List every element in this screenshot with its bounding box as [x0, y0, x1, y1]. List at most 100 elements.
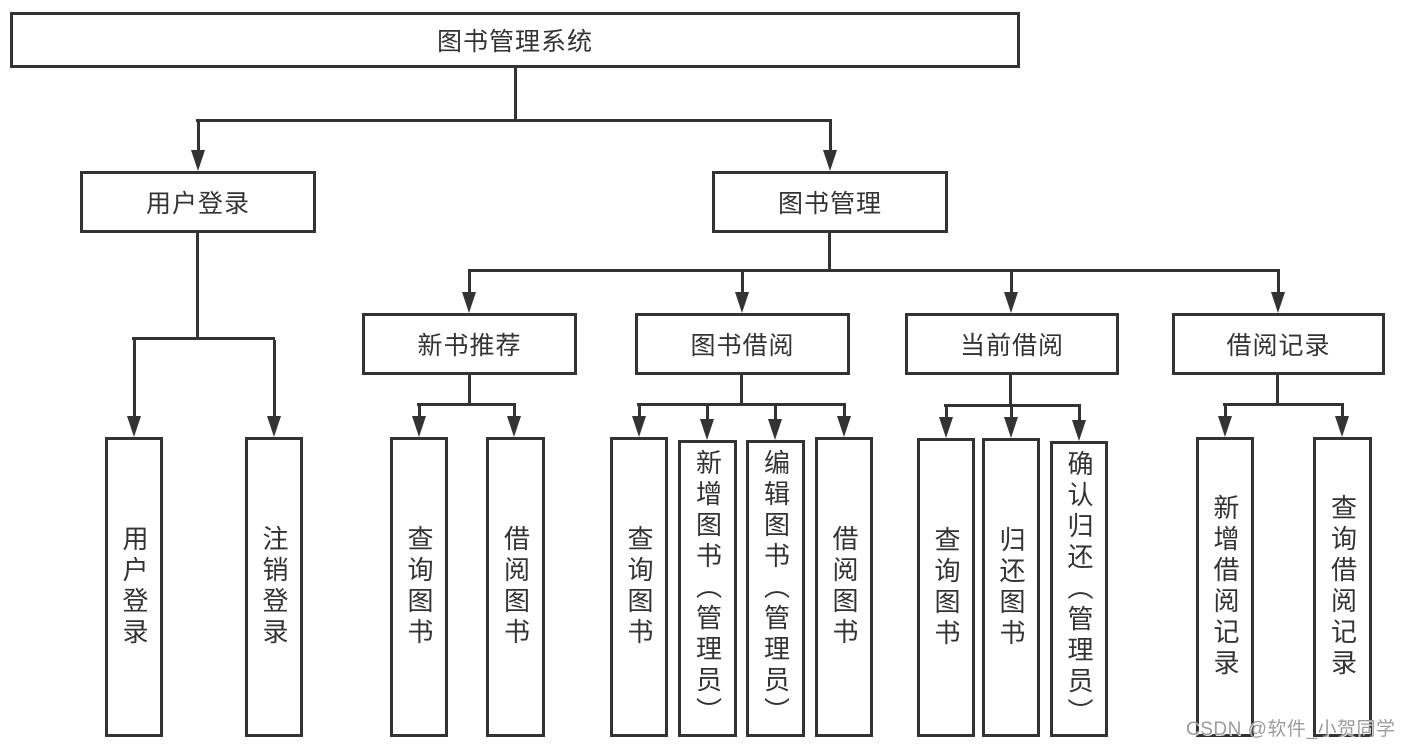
- connector-arrow: [1335, 406, 1349, 437]
- connector-arrow: [462, 272, 476, 313]
- connector-line-bookmgmt-stem: [828, 233, 831, 271]
- arrow-down-icon: [191, 150, 205, 171]
- node-leaf-br-add-record: 新增借阅记录: [1196, 437, 1254, 737]
- node-leaf-logout-label: 注销登录: [259, 525, 289, 649]
- connector-stem: [196, 121, 200, 159]
- arrow-down-icon: [632, 416, 646, 437]
- node-book-management-branch: 图书管理: [712, 171, 948, 233]
- connector-stem: [512, 406, 516, 425]
- arrow-down-icon: [412, 416, 426, 437]
- node-leaf-br-query-record-label: 查询借阅记录: [1327, 494, 1358, 680]
- connector-arrow: [1271, 272, 1285, 313]
- node-leaf-bb-borrow-book-label: 借阅图书: [829, 525, 859, 649]
- arrow-down-icon: [1004, 417, 1018, 438]
- arrow-down-icon: [267, 416, 281, 437]
- connector-line-br-stem: [1276, 375, 1279, 405]
- node-user-login-branch: 用户登录: [80, 171, 316, 233]
- connector-line-userlogin-split: [132, 337, 275, 340]
- connector-arrow: [939, 407, 953, 438]
- node-leaf-nbr-borrow-book: 借阅图书: [486, 437, 545, 737]
- connector-line-br-split: [1223, 403, 1344, 406]
- node-book-borrow-label: 图书借阅: [690, 332, 795, 360]
- node-leaf-cb-confirm-return: 确认归还（管理员）: [1050, 441, 1108, 737]
- node-current-borrow: 当前借阅: [905, 313, 1119, 375]
- arrow-down-icon: [462, 292, 476, 313]
- connector-arrow: [507, 406, 521, 437]
- arrow-down-icon: [837, 416, 851, 437]
- connector-line-bb-split: [637, 403, 846, 406]
- connector-arrow: [412, 406, 426, 437]
- connector-line-cb-stem: [1009, 375, 1012, 406]
- node-leaf-cb-query-book: 查询图书: [917, 438, 975, 737]
- connector-arrow: [735, 272, 749, 313]
- arrow-down-icon: [1072, 420, 1086, 441]
- arrow-down-icon: [735, 292, 749, 313]
- node-leaf-cb-return-book-label: 归还图书: [996, 525, 1026, 650]
- connector-line-bb-stem: [740, 375, 743, 405]
- connector-arrow: [1218, 406, 1232, 437]
- connector-arrow: [127, 340, 141, 437]
- connector-stem: [1340, 406, 1344, 425]
- node-leaf-logout: 注销登录: [245, 437, 303, 737]
- node-leaf-user-login: 用户登录: [105, 437, 163, 737]
- node-leaf-bb-edit-book: 编辑图书（管理员）: [746, 440, 805, 737]
- node-leaf-bb-add-book-label: 新增图书（管理员）: [692, 449, 723, 728]
- connector-stem: [132, 340, 136, 425]
- node-new-book-recommend: 新书推荐: [362, 313, 577, 375]
- connector-line-userlogin-stem: [196, 233, 199, 339]
- connector-stem: [272, 340, 276, 425]
- node-leaf-nbr-query-book: 查询图书: [390, 437, 448, 737]
- arrow-down-icon: [939, 417, 953, 438]
- node-root: 图书管理系统: [10, 12, 1020, 68]
- node-leaf-bb-add-book: 新增图书（管理员）: [678, 440, 737, 737]
- connector-stem: [467, 272, 471, 301]
- connector-arrow: [1004, 407, 1018, 438]
- connector-stem: [740, 272, 744, 301]
- connector-stem: [705, 406, 709, 428]
- connector-line-level1: [196, 119, 832, 122]
- connector-line-cb-split: [944, 404, 1081, 407]
- connector-arrow: [1004, 272, 1018, 313]
- connector-arrow: [837, 406, 851, 437]
- connector-arrow: [823, 121, 837, 171]
- connector-stem: [1009, 272, 1013, 301]
- node-leaf-bb-borrow-book: 借阅图书: [815, 437, 873, 737]
- connector-line-root-stem: [514, 68, 517, 121]
- arrow-down-icon: [1004, 292, 1018, 313]
- node-leaf-nbr-borrow-book-label: 借阅图书: [500, 525, 531, 649]
- connector-line-nbr-split: [417, 403, 516, 406]
- node-book-management-branch-label: 图书管理: [777, 190, 882, 218]
- connector-stem: [773, 406, 777, 428]
- connector-stem: [828, 121, 832, 159]
- arrow-down-icon: [507, 416, 521, 437]
- node-leaf-br-query-record: 查询借阅记录: [1313, 437, 1372, 737]
- connector-arrow: [267, 340, 281, 437]
- node-user-login-branch-label: 用户登录: [145, 190, 250, 218]
- node-leaf-bb-edit-book-label: 编辑图书（管理员）: [760, 449, 791, 728]
- node-borrow-record-label: 借阅记录: [1226, 332, 1331, 360]
- node-root-label: 图书管理系统: [436, 28, 593, 56]
- node-leaf-cb-return-book: 归还图书: [982, 438, 1040, 737]
- node-borrow-record: 借阅记录: [1172, 313, 1385, 375]
- node-current-borrow-label: 当前借阅: [959, 332, 1064, 360]
- connector-stem: [637, 406, 641, 425]
- node-leaf-cb-query-book-label: 查询图书: [931, 525, 961, 650]
- arrow-down-icon: [1218, 416, 1232, 437]
- node-leaf-bb-query-book-label: 查询图书: [624, 525, 654, 649]
- connector-arrow: [700, 406, 714, 440]
- node-new-book-recommend-label: 新书推荐: [417, 332, 522, 360]
- node-leaf-nbr-query-book-label: 查询图书: [404, 525, 434, 649]
- arrow-down-icon: [700, 419, 714, 440]
- node-book-borrow: 图书借阅: [635, 313, 850, 375]
- arrow-down-icon: [1271, 292, 1285, 313]
- node-leaf-bb-query-book: 查询图书: [610, 437, 668, 737]
- connector-line-nbr-stem: [468, 375, 471, 405]
- node-leaf-br-add-record-label: 新增借阅记录: [1210, 494, 1240, 680]
- connector-arrow: [632, 406, 646, 437]
- connector-arrow: [1072, 407, 1086, 441]
- connector-stem: [842, 406, 846, 425]
- connector-stem: [417, 406, 421, 425]
- connector-arrow: [768, 406, 782, 440]
- connector-arrow: [191, 121, 205, 171]
